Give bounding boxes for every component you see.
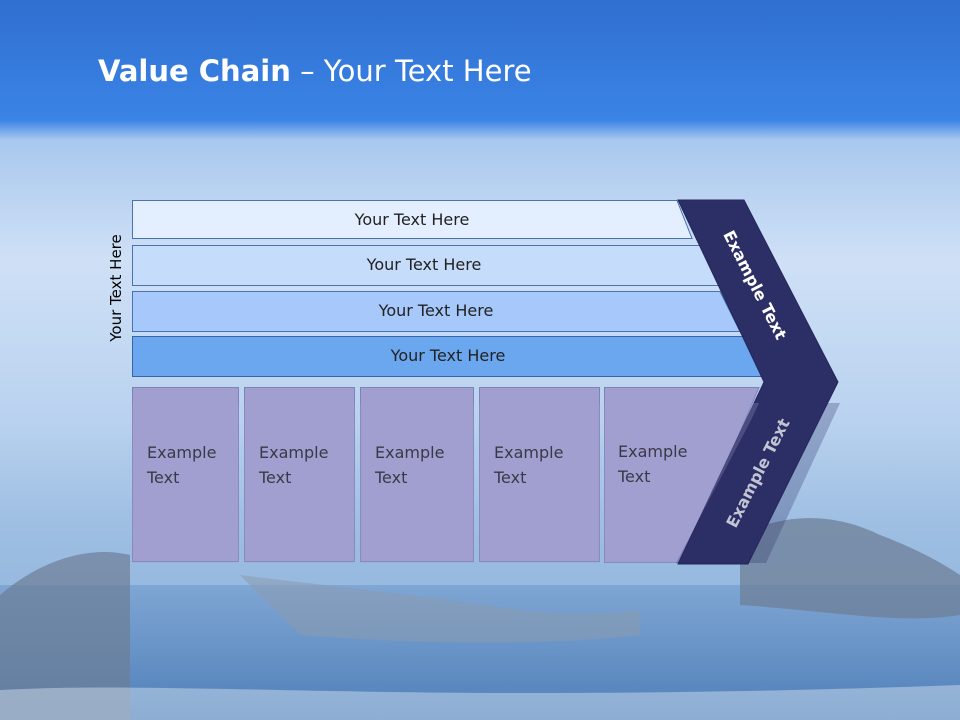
column-4-line1: Example [494, 443, 564, 462]
sea-background [0, 518, 960, 720]
side-label: Your Text Here [107, 234, 125, 342]
column-3-line1: Example [375, 443, 445, 462]
column-2-line1: Example [259, 443, 329, 462]
title-bold: Value Chain [98, 54, 291, 88]
column-5[interactable]: Example Text [604, 387, 724, 562]
row-3[interactable]: Your Text Here [132, 291, 741, 332]
column-5-line1: Example [618, 442, 688, 461]
column-3[interactable]: Example Text [360, 387, 474, 562]
row-2[interactable]: Your Text Here [132, 245, 721, 286]
column-4-line2: Text [494, 468, 527, 487]
column-2-line2: Text [259, 468, 292, 487]
row-1-label: Your Text Here [354, 209, 470, 229]
title-rest: – Your Text Here [290, 54, 532, 88]
column-1[interactable]: Example Text [132, 387, 239, 562]
row-1[interactable]: Your Text Here [132, 200, 693, 239]
column-5-line2: Text [618, 467, 651, 486]
row-4-label: Your Text Here [390, 345, 506, 365]
slide-title: Value Chain – Your Text Here [98, 54, 532, 88]
column-4[interactable]: Example Text [479, 387, 600, 562]
row-3-label: Your Text Here [378, 300, 494, 320]
margin-chevron[interactable] [672, 198, 842, 568]
row-2-label: Your Text Here [366, 254, 482, 274]
column-3-line2: Text [375, 468, 408, 487]
column-2[interactable]: Example Text [244, 387, 355, 562]
row-1-shape [132, 200, 693, 239]
row-4[interactable]: Your Text Here [132, 336, 765, 377]
column-1-line1: Example [147, 443, 217, 462]
column-1-line2: Text [147, 468, 180, 487]
